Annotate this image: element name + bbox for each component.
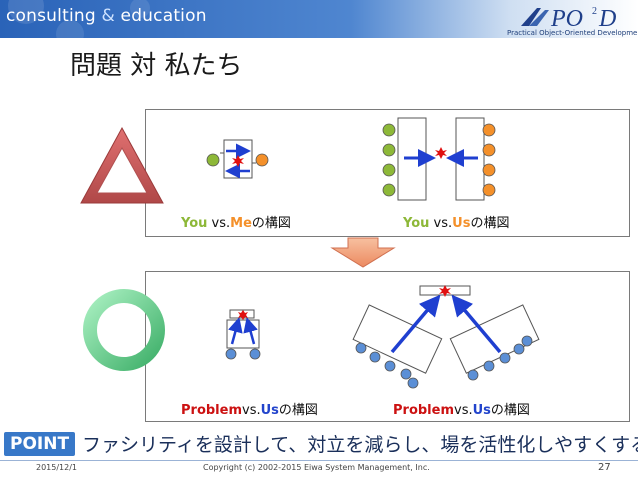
- caption-you-vs-us: You vs.Usの構図: [403, 212, 509, 231]
- caption-suffix: の構図: [251, 216, 291, 231]
- conflict-spark-icon: [439, 285, 451, 297]
- logo-caption: Practical Object-Oriented Development: [507, 29, 638, 37]
- caption-vs: vs.: [211, 216, 231, 231]
- logo-word2: D: [598, 6, 616, 32]
- you-vs-me-diagram: [206, 139, 269, 179]
- caption-problem: Problem: [181, 403, 242, 418]
- caption-vs: vs.: [454, 403, 473, 418]
- po2d-logo: PO 2 D: [521, 6, 616, 32]
- caption-you: You: [403, 216, 430, 231]
- logo-word: PO: [550, 6, 583, 32]
- caption-vs: vs.: [242, 403, 261, 418]
- problem-vs-us-small-diagram: [225, 309, 261, 360]
- footer-copyright: Copyright (c) 2002-2015 Eiwa System Mana…: [203, 463, 430, 472]
- caption-suffix: の構図: [490, 403, 530, 418]
- caption-us: Us: [452, 216, 471, 231]
- footer-divider: [0, 460, 638, 461]
- ring-icon: [83, 289, 165, 371]
- caption-problem-vs-us-left: Problemvs.Usの構図: [181, 399, 318, 418]
- page-number: 27: [598, 462, 611, 473]
- down-arrow-icon: [330, 237, 396, 268]
- conflict-spark-icon: [435, 147, 447, 159]
- brand-left: consulting: [6, 6, 96, 26]
- caption-us: Us: [260, 403, 279, 418]
- caption-problem-vs-us-right: Problemvs.Usの構図: [393, 399, 530, 418]
- conflict-spark-icon: [238, 310, 248, 320]
- caption-us: Us: [472, 403, 491, 418]
- conflict-spark-icon: [232, 155, 244, 167]
- footer-date: 2015/12/1: [36, 463, 78, 472]
- caption-suffix: の構図: [278, 403, 318, 418]
- point-badge: POINT: [4, 432, 76, 456]
- triangle-icon: [80, 126, 164, 204]
- logo-sup: 2: [592, 6, 597, 17]
- caption-you-vs-me: You vs.Meの構図: [181, 212, 291, 231]
- caption-problem: Problem: [393, 403, 454, 418]
- point-message: ファシリティを設計して、対立を減らし、場を活性化しやすくする: [82, 434, 638, 456]
- caption-you: You: [181, 216, 208, 231]
- caption-me: Me: [230, 216, 252, 231]
- brand-right: education: [120, 6, 207, 26]
- brand-text: consulting & education: [6, 6, 207, 26]
- caption-suffix: の構図: [470, 216, 510, 231]
- you-vs-us-diagram: [382, 117, 496, 201]
- page-title: 問題 対 私たち: [70, 51, 243, 81]
- brand-ampersand: &: [101, 6, 115, 26]
- problem-vs-us-large-diagram: [352, 285, 540, 389]
- caption-vs: vs.: [433, 216, 453, 231]
